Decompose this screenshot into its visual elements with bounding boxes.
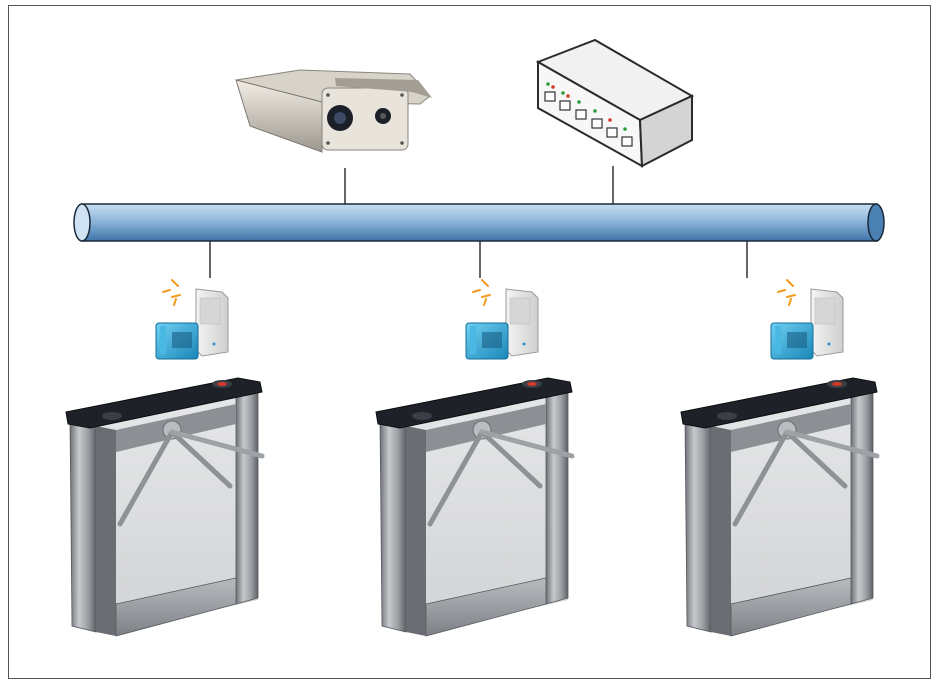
tripod-turnstile-icon <box>375 377 575 637</box>
turnstile-unit-2 <box>375 279 575 637</box>
access-reader-icon <box>810 288 844 357</box>
turnstile-unit-1 <box>65 279 265 637</box>
controller-board-icon <box>770 322 814 360</box>
network-bus <box>73 203 885 242</box>
tripod-turnstile-icon <box>680 377 880 637</box>
spark-icon <box>777 279 796 306</box>
network-switch-icon <box>535 38 695 168</box>
connection-lines <box>209 166 748 278</box>
access-reader-icon <box>505 288 539 357</box>
controller-board-icon <box>155 322 199 360</box>
turnstile-units <box>65 279 880 637</box>
access-reader-icon <box>195 288 229 357</box>
spark-icon <box>472 279 491 306</box>
turnstile-unit-3 <box>680 279 880 637</box>
spark-icon <box>162 279 181 306</box>
diagram-frame <box>8 5 931 679</box>
controller-board-icon <box>465 322 509 360</box>
thermal-camera-icon <box>235 69 432 153</box>
tripod-turnstile-icon <box>65 377 265 637</box>
